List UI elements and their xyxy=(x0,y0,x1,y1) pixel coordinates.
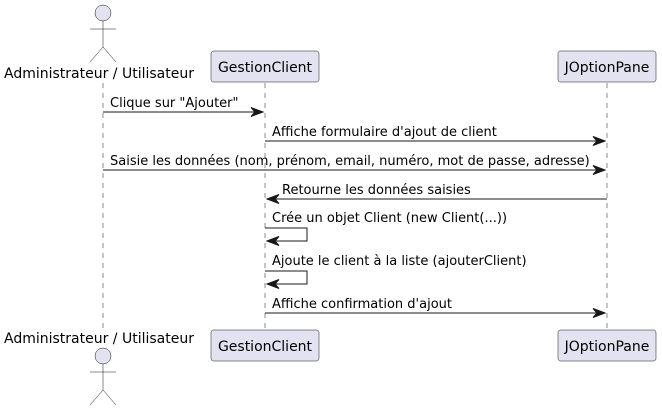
message-6-label: Ajoute le client à la liste (ajouterClie… xyxy=(272,254,527,269)
actor-bottom: Administrateur / Utilisateur xyxy=(4,331,194,406)
gestionclient-box-top: GestionClient xyxy=(210,50,320,83)
actor-top: Administrateur / Utilisateur xyxy=(4,4,194,82)
message-3: Saisie les données (nom, prénom, email, … xyxy=(103,154,607,175)
message-3-label: Saisie les données (nom, prénom, email, … xyxy=(110,154,590,169)
message-1: Clique sur "Ajouter" xyxy=(103,96,265,117)
joptionpane-box-bottom: JOptionPane xyxy=(557,329,657,362)
message-5-label: Crée un objet Client (new Client(...)) xyxy=(272,211,507,226)
message-2-label: Affiche formulaire d'ajout de client xyxy=(272,125,497,140)
actor-label-top: Administrateur / Utilisateur xyxy=(4,66,194,82)
message-4: Retourne les données saisies xyxy=(265,183,607,204)
message-6: Ajoute le client à la liste (ajouterClie… xyxy=(265,254,527,289)
message-5: Crée un objet Client (new Client(...)) xyxy=(265,211,507,246)
joptionpane-label-bottom: JOptionPane xyxy=(564,339,650,355)
stick-figure-icon xyxy=(89,4,117,63)
gestionclient-box-bottom: GestionClient xyxy=(210,329,320,362)
message-1-label: Clique sur "Ajouter" xyxy=(110,96,239,111)
message-4-label: Retourne les données saisies xyxy=(282,183,471,198)
actor-label-bottom: Administrateur / Utilisateur xyxy=(4,331,194,347)
message-2: Affiche formulaire d'ajout de client xyxy=(265,125,607,146)
gestionclient-label-top: GestionClient xyxy=(218,60,313,76)
joptionpane-box-top: JOptionPane xyxy=(557,50,657,83)
joptionpane-label-top: JOptionPane xyxy=(564,60,650,76)
message-7-label: Affiche confirmation d'ajout xyxy=(272,297,452,312)
message-7: Affiche confirmation d'ajout xyxy=(265,297,607,318)
stick-figure-icon xyxy=(89,347,117,406)
gestionclient-label-bottom: GestionClient xyxy=(218,339,313,355)
